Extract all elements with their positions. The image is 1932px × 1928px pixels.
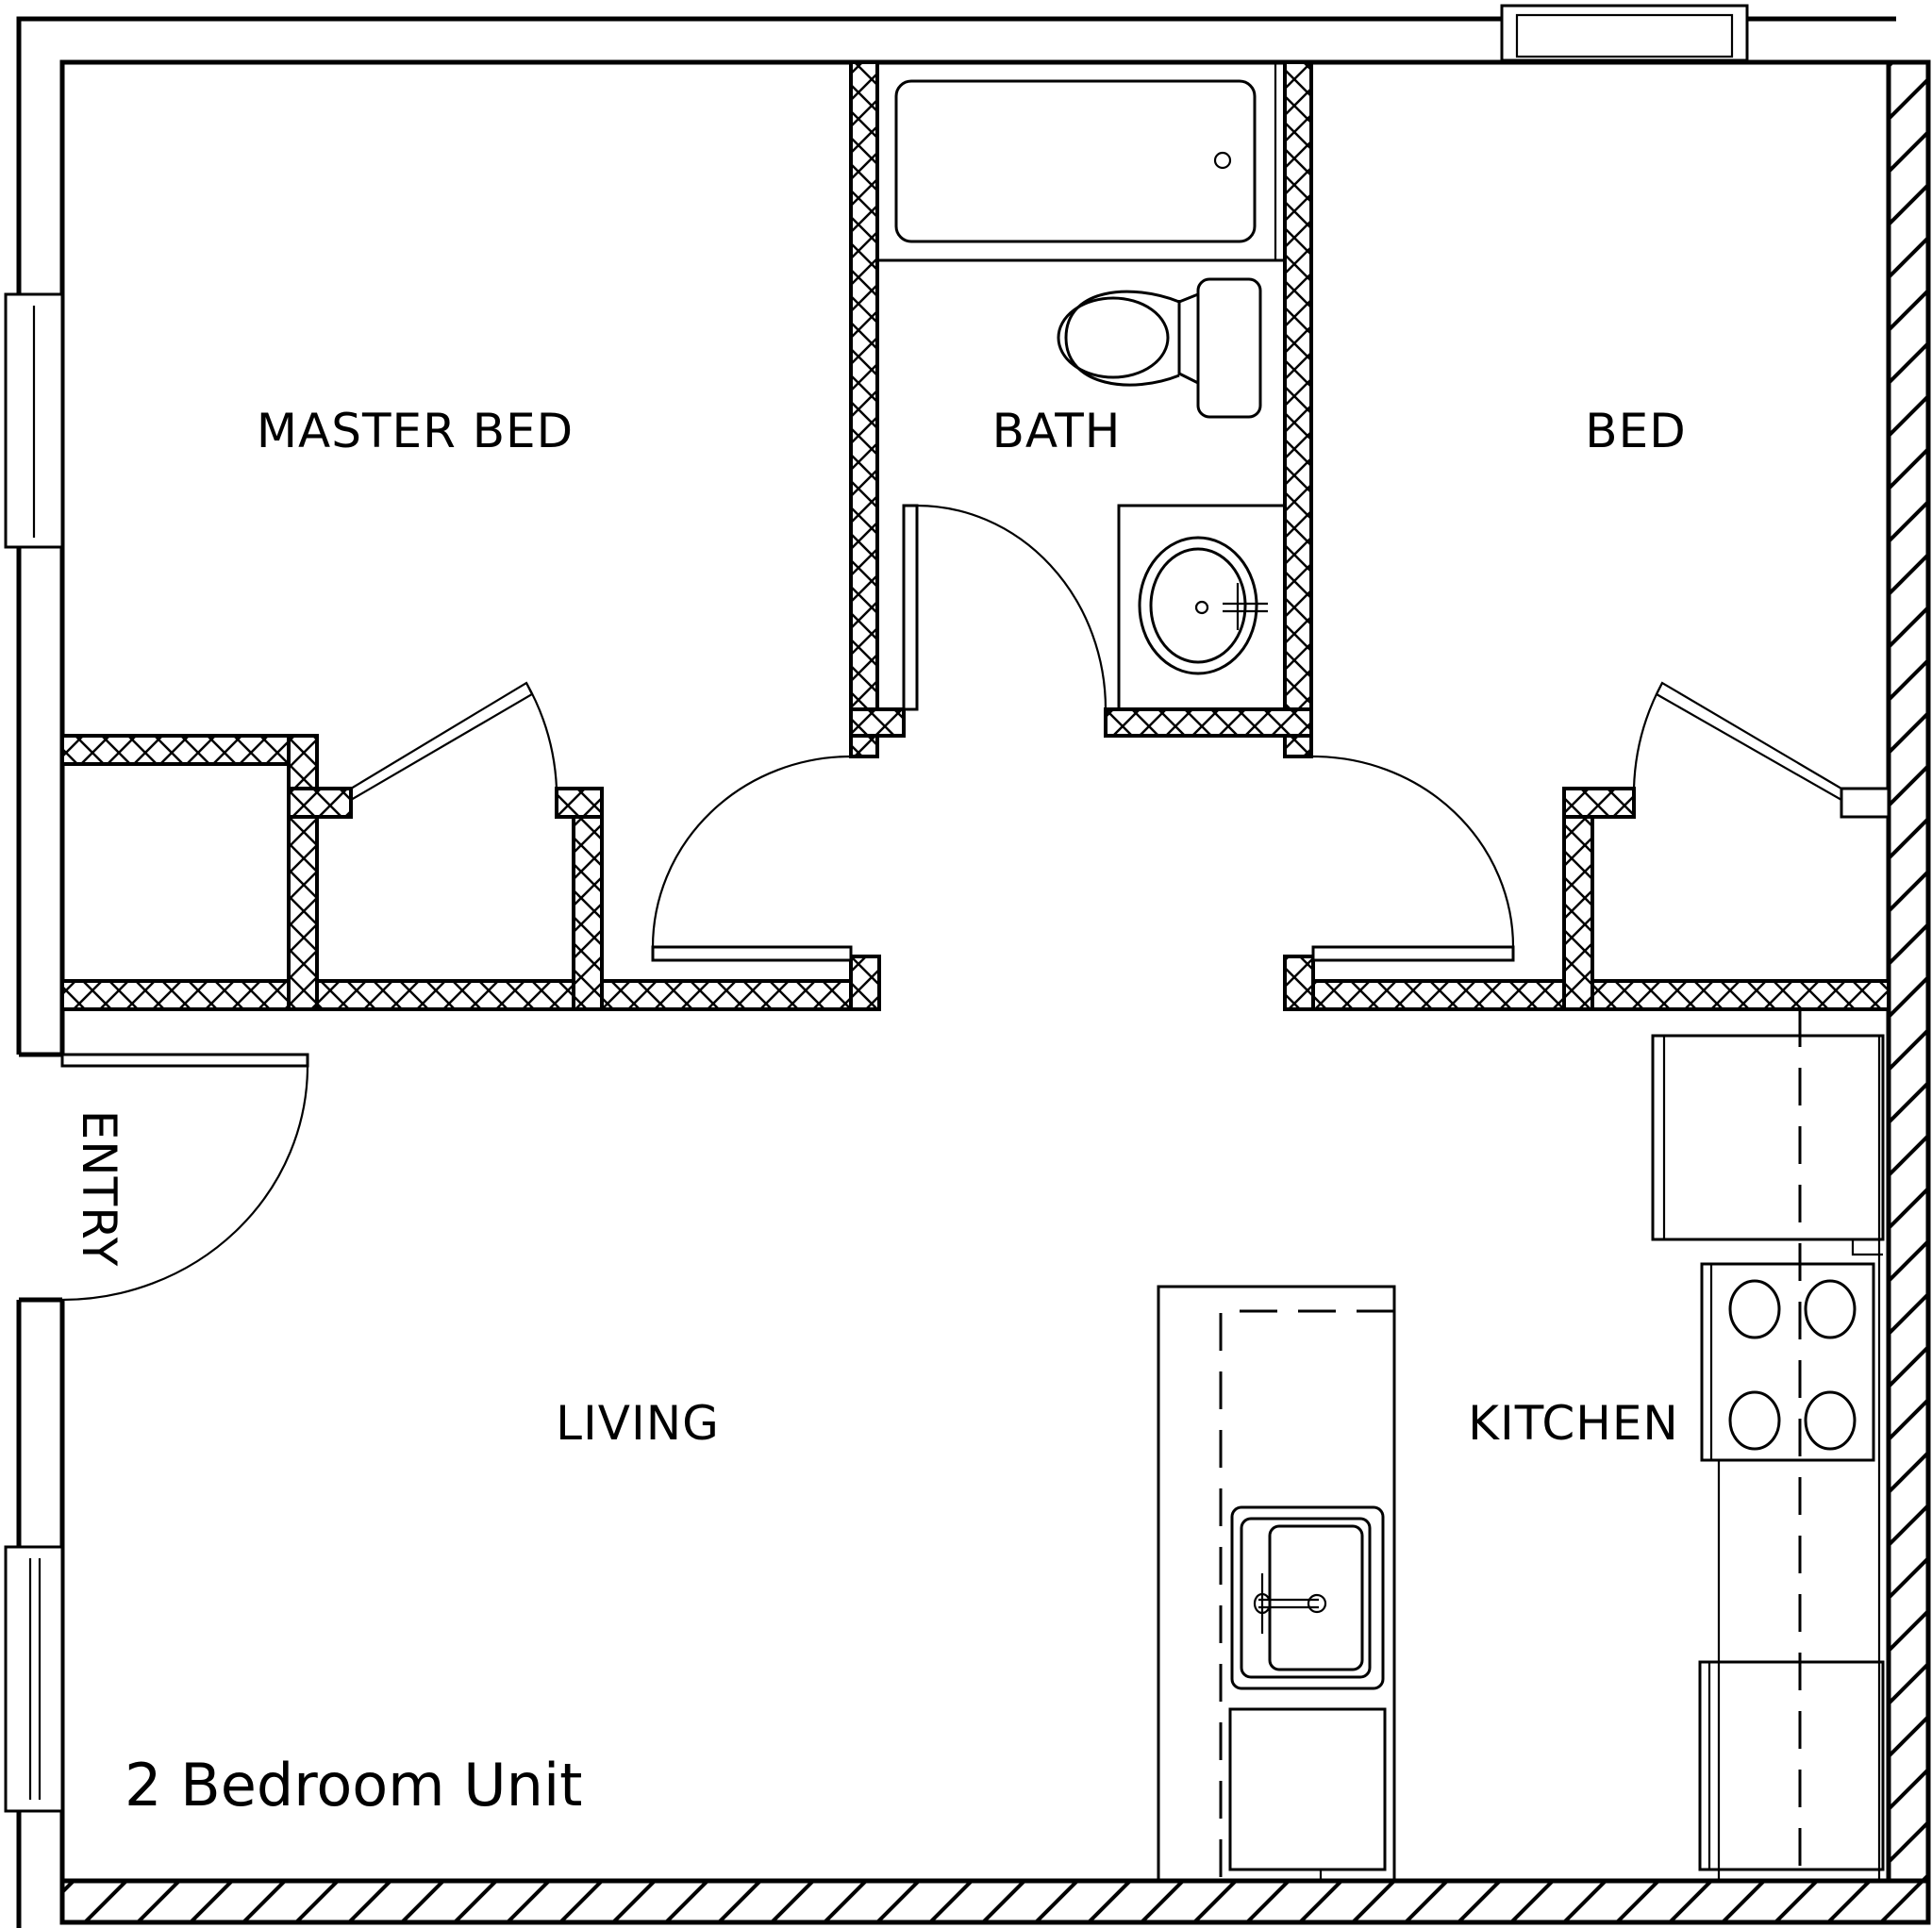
refrigerator-icon [1651, 1034, 1885, 1256]
master-bed-door[interactable] [651, 755, 853, 962]
room-label-bed: BED [1585, 404, 1686, 458]
room-label-bath: BATH [992, 404, 1122, 458]
bottom-exterior-wall [59, 1878, 1931, 1925]
exterior-walls [16, 4, 1931, 1928]
burner-icon [1728, 1279, 1781, 1339]
room-label-living: LIVING [556, 1396, 720, 1451]
right-exterior-wall [1886, 59, 1931, 1910]
left-window-master-bed [4, 292, 64, 549]
room-label-entry: ENTRY [72, 1110, 126, 1268]
bed-door[interactable] [1311, 755, 1515, 962]
stove-icon [1700, 1262, 1875, 1462]
bath-door[interactable] [902, 504, 1108, 711]
burner-icon [1804, 1390, 1857, 1451]
dishwasher-icon [1228, 1707, 1387, 1871]
interior-walls [60, 60, 1890, 1011]
toilet-icon [1057, 277, 1262, 419]
overhead-cabinet-line [1219, 1309, 1394, 1881]
entry-door[interactable] [19, 1052, 309, 1303]
plan-title: 2 Bedroom Unit [125, 1751, 583, 1820]
kitchen-counter-right [1698, 1009, 1885, 1881]
bed-closet-door[interactable] [1632, 681, 1843, 802]
top-window [1500, 4, 1749, 62]
kitchen-sink-icon [1230, 1505, 1385, 1690]
bath-sink-icon [1117, 504, 1287, 711]
burner-icon [1804, 1279, 1857, 1339]
master-closet-door[interactable] [349, 681, 558, 802]
kitchen-island [1157, 1285, 1396, 1883]
bathtub-icon [875, 60, 1287, 262]
room-label-kitchen: KITCHEN [1468, 1396, 1679, 1451]
burner-icon [1728, 1390, 1781, 1451]
room-label-master-bed: MASTER BED [257, 404, 574, 458]
left-window-living [4, 1545, 64, 1813]
